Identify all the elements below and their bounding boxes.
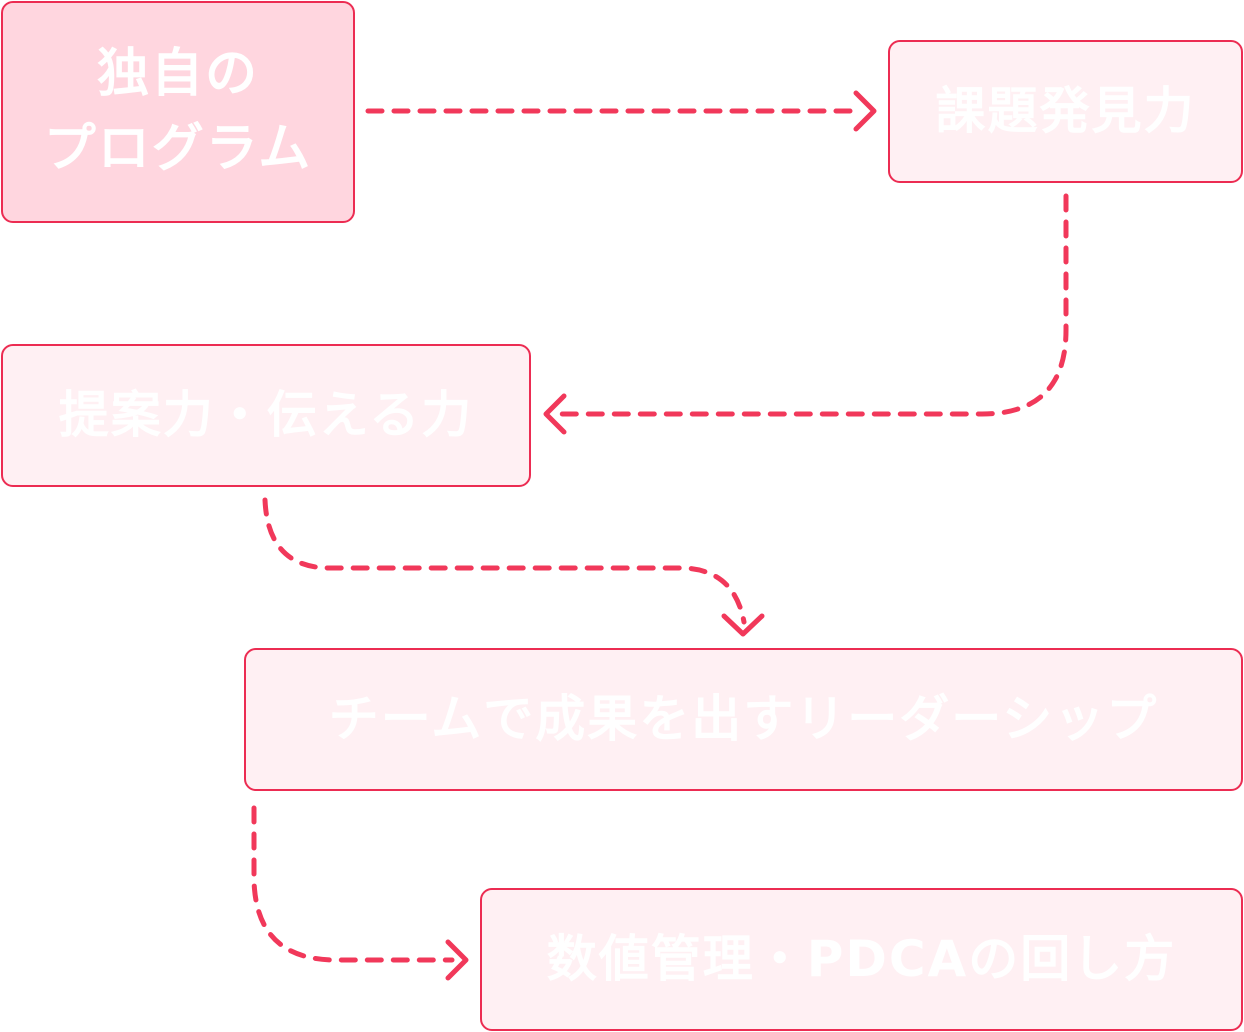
- node-problem-finding-label: 課題発見力: [935, 82, 1196, 141]
- arrowhead-n2-n3: [543, 393, 567, 435]
- arrowhead-n3-n4: [721, 613, 765, 637]
- node-team-leadership-label: チームで成果を出すリーダーシップ: [328, 690, 1159, 749]
- node-team-leadership: チームで成果を出すリーダーシップ: [244, 648, 1243, 791]
- node-problem-finding: 課題発見力: [888, 40, 1243, 183]
- node-numbers-pdca-label: 数値管理・PDCAの回し方: [546, 930, 1177, 989]
- node-original-program-line-2: プログラム: [43, 119, 313, 179]
- arrowhead-n1-n2: [853, 90, 877, 132]
- node-proposal-communication-label: 提案力・伝える力: [58, 386, 474, 445]
- connector-n3-n4: [262, 497, 747, 625]
- node-original-program-line-1: 独自の: [96, 43, 259, 104]
- node-proposal-communication: 提案力・伝える力: [1, 344, 531, 487]
- arrowhead-n4-n5: [445, 939, 469, 981]
- connector-n4-n5: [251, 805, 455, 963]
- connector-n2-n3: [557, 193, 1069, 417]
- node-numbers-pdca: 数値管理・PDCAの回し方: [480, 888, 1243, 1031]
- node-original-program: 独自の プログラム: [1, 1, 355, 223]
